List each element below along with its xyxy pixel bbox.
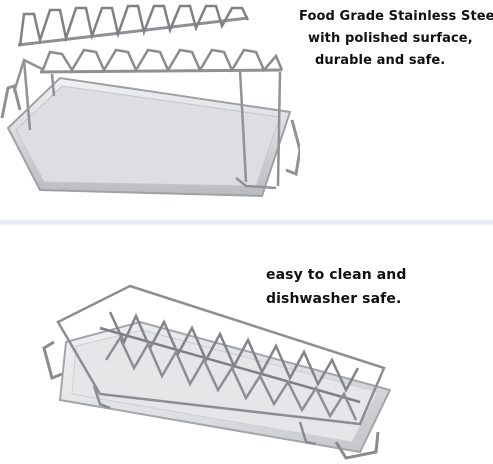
product-panel-top: Food Grade Stainless Steel with polished… — [0, 0, 493, 218]
caption-top: Food Grade Stainless Steel with polished… — [299, 6, 493, 72]
caption-top-line-3: durable and safe. — [315, 53, 446, 68]
caption-bottom-line-2: dishwasher safe. — [266, 291, 402, 307]
caption-bottom: easy to clean and dishwasher safe. — [266, 263, 406, 311]
caption-bottom-line-1: easy to clean and — [266, 267, 407, 283]
rack-on-tray-image — [42, 284, 392, 460]
section-divider — [0, 218, 493, 226]
product-panel-bottom: easy to clean and dishwasher safe. — [0, 226, 493, 464]
caption-top-line-2: with polished surface, — [308, 31, 473, 46]
rack-with-tray-image — [0, 4, 300, 198]
caption-top-line-1: Food Grade Stainless Steel — [299, 9, 493, 24]
rack-wire-shape — [18, 4, 250, 47]
